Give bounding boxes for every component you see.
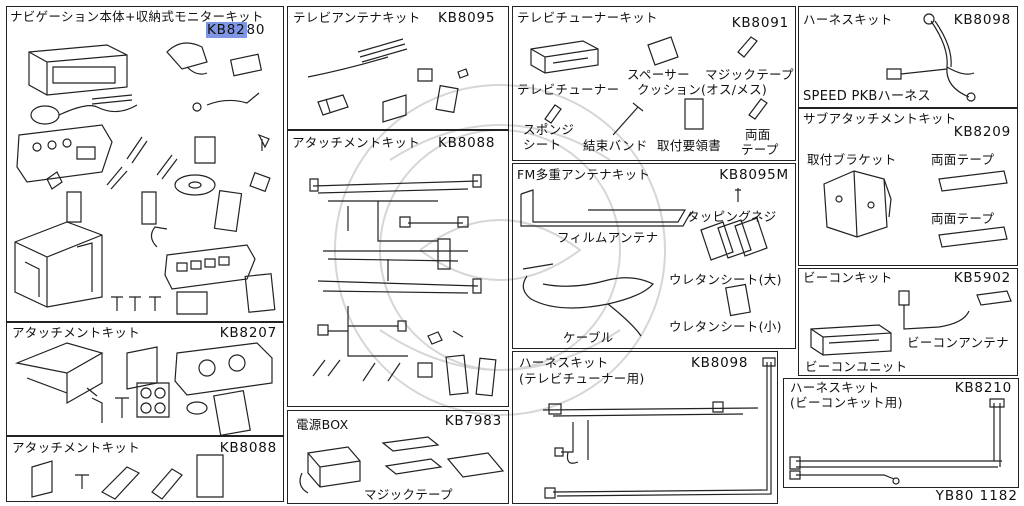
- cable-tie-label: 結束バンド: [583, 138, 648, 153]
- part-code: KB8098: [953, 12, 1011, 28]
- double-tape-label-line2: テープ: [741, 142, 779, 157]
- panel-title: ナビゲーション本体+収納式モニターキット: [10, 9, 264, 24]
- panel-subtitle: (ビーコンキット用): [790, 395, 903, 410]
- panel-title: 電源BOX: [296, 417, 349, 432]
- part-code: KB8088: [219, 440, 277, 456]
- panel-title: FM多重アンテナキット: [517, 167, 651, 182]
- double-tape-label-line1: 両面: [745, 127, 771, 142]
- panel-title: ハーネスキット: [803, 12, 893, 27]
- figure-id: YB80 1182: [935, 488, 1018, 504]
- panel-title: テレビアンテナキット: [293, 10, 421, 25]
- panel-harness-kit-beacon: ハーネスキット KB8210 (ビーコンキット用): [783, 378, 1019, 488]
- panel-title: ハーネスキット: [790, 380, 880, 395]
- panel-attachment-kit-kb8088-small: アタッチメントキット KB8088: [6, 436, 284, 502]
- sub-attachment-illustration: [799, 109, 1019, 267]
- speed-harness-illustration: [799, 7, 1019, 109]
- beacon-kit-illustration: [799, 269, 1019, 377]
- tv-antenna-kit-illustration: [288, 7, 510, 131]
- panel-sub-attachment-kit: サブアタッチメントキット KB8209 取付ブラケット 両面テープ 両面テープ: [798, 108, 1018, 266]
- sponge-sheet-label-line2: シート: [523, 137, 562, 152]
- panel-power-box: 電源BOX KB7983 マジックテープ: [287, 410, 509, 504]
- part-code: KB8209: [953, 124, 1011, 140]
- manual-label: 取付要領書: [657, 138, 722, 153]
- part-code: KB7983: [444, 413, 502, 429]
- double-tape-label-2: 両面テープ: [931, 211, 995, 226]
- tv-tuner-kit-illustration: [513, 7, 797, 162]
- magic-tape-label-line1: マジックテープ: [705, 67, 794, 82]
- panel-tv-tuner-kit: テレビチューナーキット KB8091 テレビチューナー スペーサー クッション …: [512, 6, 796, 161]
- film-antenna-label: フィルムアンテナ: [557, 230, 659, 245]
- spacer-label-line2: クッション: [637, 82, 702, 97]
- magic-tape-label-line2: (オス/メス): [701, 82, 768, 97]
- part-code: KB8207: [219, 325, 277, 341]
- navigation-kit-illustration: [7, 7, 285, 323]
- bracket-label: 取付ブラケット: [807, 152, 897, 167]
- panel-harness-kit-kb8098: ハーネスキット KB8098 SPEED PKBハーネス: [798, 6, 1018, 108]
- panel-title: アタッチメントキット: [292, 135, 421, 150]
- part-code: KB8210: [954, 380, 1012, 396]
- panel-navigation-monitor-kit: ナビゲーション本体+収納式モニターキット KB8280: [6, 6, 284, 322]
- urethane-large-label: ウレタンシート(大): [669, 272, 782, 287]
- panel-title: テレビチューナーキット: [517, 10, 658, 25]
- panel-title: サブアタッチメントキット: [803, 111, 957, 126]
- part-code: KB8095: [438, 10, 496, 26]
- spacer-label-line1: スペーサー: [627, 67, 690, 82]
- panel-title: アタッチメントキット: [12, 440, 141, 455]
- beacon-unit-label: ビーコンユニット: [805, 359, 908, 374]
- double-tape-label-1: 両面テープ: [931, 152, 995, 167]
- part-code-highlight: KB82: [206, 22, 247, 38]
- part-code-rest: 80: [246, 22, 266, 38]
- panel-attachment-kit-kb8088: アタッチメントキット KB8088: [287, 130, 509, 407]
- panel-beacon-kit: ビーコンキット KB5902 ビーコンユニット ビーコンアンテナ: [798, 268, 1018, 376]
- sponge-sheet-label-line1: スポンジ: [523, 122, 575, 137]
- tv-harness-illustration: [513, 352, 779, 505]
- beacon-antenna-label: ビーコンアンテナ: [907, 335, 1009, 350]
- urethane-small-label: ウレタンシート(小): [669, 319, 782, 334]
- tv-tuner-label: テレビチューナー: [517, 82, 620, 97]
- harness-illustration: [288, 131, 510, 408]
- fm-antenna-kit-illustration: [513, 164, 797, 350]
- panel-attachment-kit-kb8207: アタッチメントキット KB8207: [6, 322, 284, 436]
- part-code: KB8098: [691, 355, 749, 371]
- attachment-kit-small-illustration: [7, 437, 285, 503]
- panel-title: アタッチメントキット: [12, 325, 141, 340]
- part-code: KB5902: [953, 270, 1011, 286]
- attachment-kit-illustration: [7, 323, 285, 437]
- panel-tv-antenna-kit: テレビアンテナキット KB8095: [287, 6, 509, 130]
- speed-pkb-harness-label: SPEED PKBハーネス: [803, 89, 931, 104]
- cable-label: ケーブル: [563, 330, 614, 345]
- panel-harness-kit-tv-tuner: ハーネスキット KB8098 (テレビチューナー用): [512, 351, 778, 504]
- panel-title: ビーコンキット: [803, 270, 893, 285]
- beacon-harness-illustration: [784, 379, 1020, 489]
- panel-fm-antenna-kit: FM多重アンテナキット KB8095M タッピングネジ フィルムアンテナ ウレタ…: [512, 163, 796, 349]
- part-code: KB8091: [731, 15, 789, 31]
- magic-tape-label: マジックテープ: [364, 487, 453, 502]
- panel-title: ハーネスキット: [519, 355, 609, 370]
- part-code: KB8088: [438, 135, 496, 151]
- power-box-illustration: [288, 411, 510, 505]
- part-code: KB8280: [206, 22, 266, 38]
- panel-subtitle: (テレビチューナー用): [519, 371, 645, 386]
- part-code: KB8095M: [719, 167, 789, 183]
